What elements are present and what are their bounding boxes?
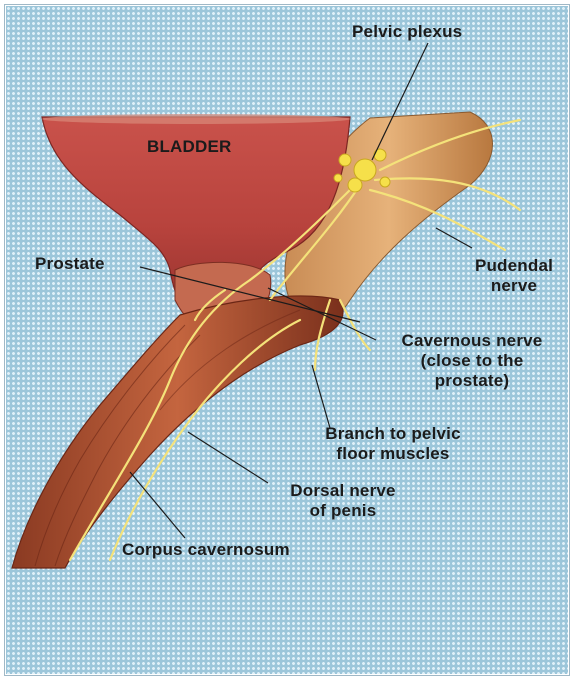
label-branch-pelvic-floor: Branch to pelvic floor muscles [295, 424, 491, 464]
label-corpus-cavernosum: Corpus cavernosum [122, 540, 290, 560]
label-pudendal-nerve: Pudendal nerve [466, 256, 562, 296]
label-dorsal-nerve: Dorsal nerve of penis [268, 481, 418, 521]
label-bladder: BLADDER [147, 137, 232, 157]
cavernous-line2: (close to the [372, 351, 572, 371]
cavernous-line3: prostate) [372, 371, 572, 391]
bladder-top-rim [42, 114, 350, 124]
label-prostate: Prostate [35, 254, 105, 274]
cavernous-line1: Cavernous nerve [372, 331, 572, 351]
label-pelvic-plexus: Pelvic plexus [352, 22, 462, 42]
corpus-cavernosum-shape [12, 296, 343, 568]
pudendal-line2: nerve [466, 276, 562, 296]
branch-line2: floor muscles [295, 444, 491, 464]
dorsal-line2: of penis [268, 501, 418, 521]
branch-line1: Branch to pelvic [295, 424, 491, 444]
dorsal-line1: Dorsal nerve [268, 481, 418, 501]
label-cavernous-nerve: Cavernous nerve (close to the prostate) [372, 331, 572, 391]
pudendal-line1: Pudendal [466, 256, 562, 276]
